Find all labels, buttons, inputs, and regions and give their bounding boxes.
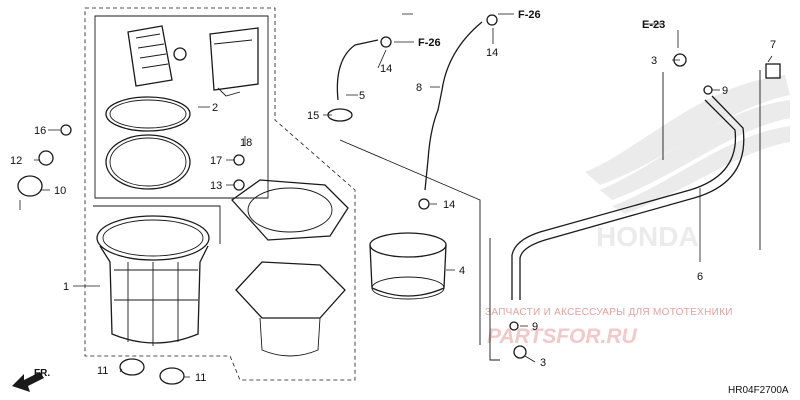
fuel-pipe-6-inner xyxy=(519,95,745,300)
clip-9a xyxy=(703,85,713,95)
filter-4-bracket xyxy=(339,139,481,345)
label-12: 12 xyxy=(10,155,22,167)
label-1: 1 xyxy=(63,281,69,293)
label-4: 4 xyxy=(459,265,465,277)
watermark-site: PARTSFOR.RU xyxy=(487,325,638,348)
label-11-right: 11 xyxy=(195,372,206,384)
label-8: 8 xyxy=(416,82,422,94)
label-3-top: 3 xyxy=(651,55,657,67)
diagram-code: HR04F2700A xyxy=(728,385,789,396)
label-14-a: 14 xyxy=(380,63,392,75)
label-7: 7 xyxy=(770,39,776,51)
honda-logo-text: HONDA xyxy=(596,221,699,252)
front-arrow-label: FR. xyxy=(34,368,50,379)
label-2: 2 xyxy=(212,102,218,114)
bolt-17 xyxy=(233,154,245,166)
ref-f26-right: F-26 xyxy=(518,9,541,21)
hose-5 xyxy=(336,39,379,101)
label-17: 17 xyxy=(210,155,222,167)
label-9-top: 9 xyxy=(722,85,728,97)
label-15: 15 xyxy=(307,110,319,122)
label-16: 16 xyxy=(34,125,46,137)
rubber-11b xyxy=(159,367,185,385)
label-11-left: 11 xyxy=(97,365,108,377)
assembly-18-outline xyxy=(84,7,356,381)
cushion-7 xyxy=(765,63,781,79)
label-9-bottom: 9 xyxy=(532,321,538,333)
hose-8 xyxy=(424,21,483,191)
fuel-pump-body xyxy=(96,215,210,346)
label-14-c: 14 xyxy=(443,199,455,211)
ref-e23: E-23 xyxy=(642,19,665,31)
label-13: 13 xyxy=(210,180,222,192)
label-3-bottom: 3 xyxy=(540,357,546,369)
watermark-tagline: ЗАПЧАСТИ И АКСЕССУАРЫ ДЛЯ МОТОТЕХНИКИ xyxy=(485,307,733,318)
clip-14c xyxy=(418,198,430,210)
label-18: 18 xyxy=(240,137,252,149)
gasket-kit xyxy=(105,25,259,190)
ref-leaders xyxy=(402,13,679,48)
front-direction-arrow: FR. xyxy=(12,368,50,392)
leader-lines xyxy=(19,28,773,378)
clip-9b xyxy=(509,321,519,331)
fuel-pipe-6 xyxy=(511,99,737,300)
kit-2-box xyxy=(94,15,269,199)
label-10: 10 xyxy=(54,185,66,197)
clip-3b xyxy=(513,345,527,359)
clip-14b xyxy=(486,14,498,26)
honda-wing-logo: HONDA xyxy=(585,75,790,252)
assembly-1-bracket xyxy=(93,205,221,244)
ref-f26-left: F-26 xyxy=(418,37,441,49)
washer-13 xyxy=(233,179,245,191)
rubber-11a xyxy=(119,358,145,376)
grommet-12 xyxy=(38,150,54,166)
clip-14a xyxy=(380,36,392,48)
label-6: 6 xyxy=(697,271,703,283)
cushion-10 xyxy=(17,175,43,197)
bolt-16 xyxy=(60,124,72,136)
label-14-b: 14 xyxy=(486,47,498,59)
pump-cover-plate xyxy=(231,179,349,357)
pipe-6-bracket-left xyxy=(489,238,500,361)
label-5: 5 xyxy=(359,90,365,102)
fuel-filter xyxy=(369,232,447,300)
